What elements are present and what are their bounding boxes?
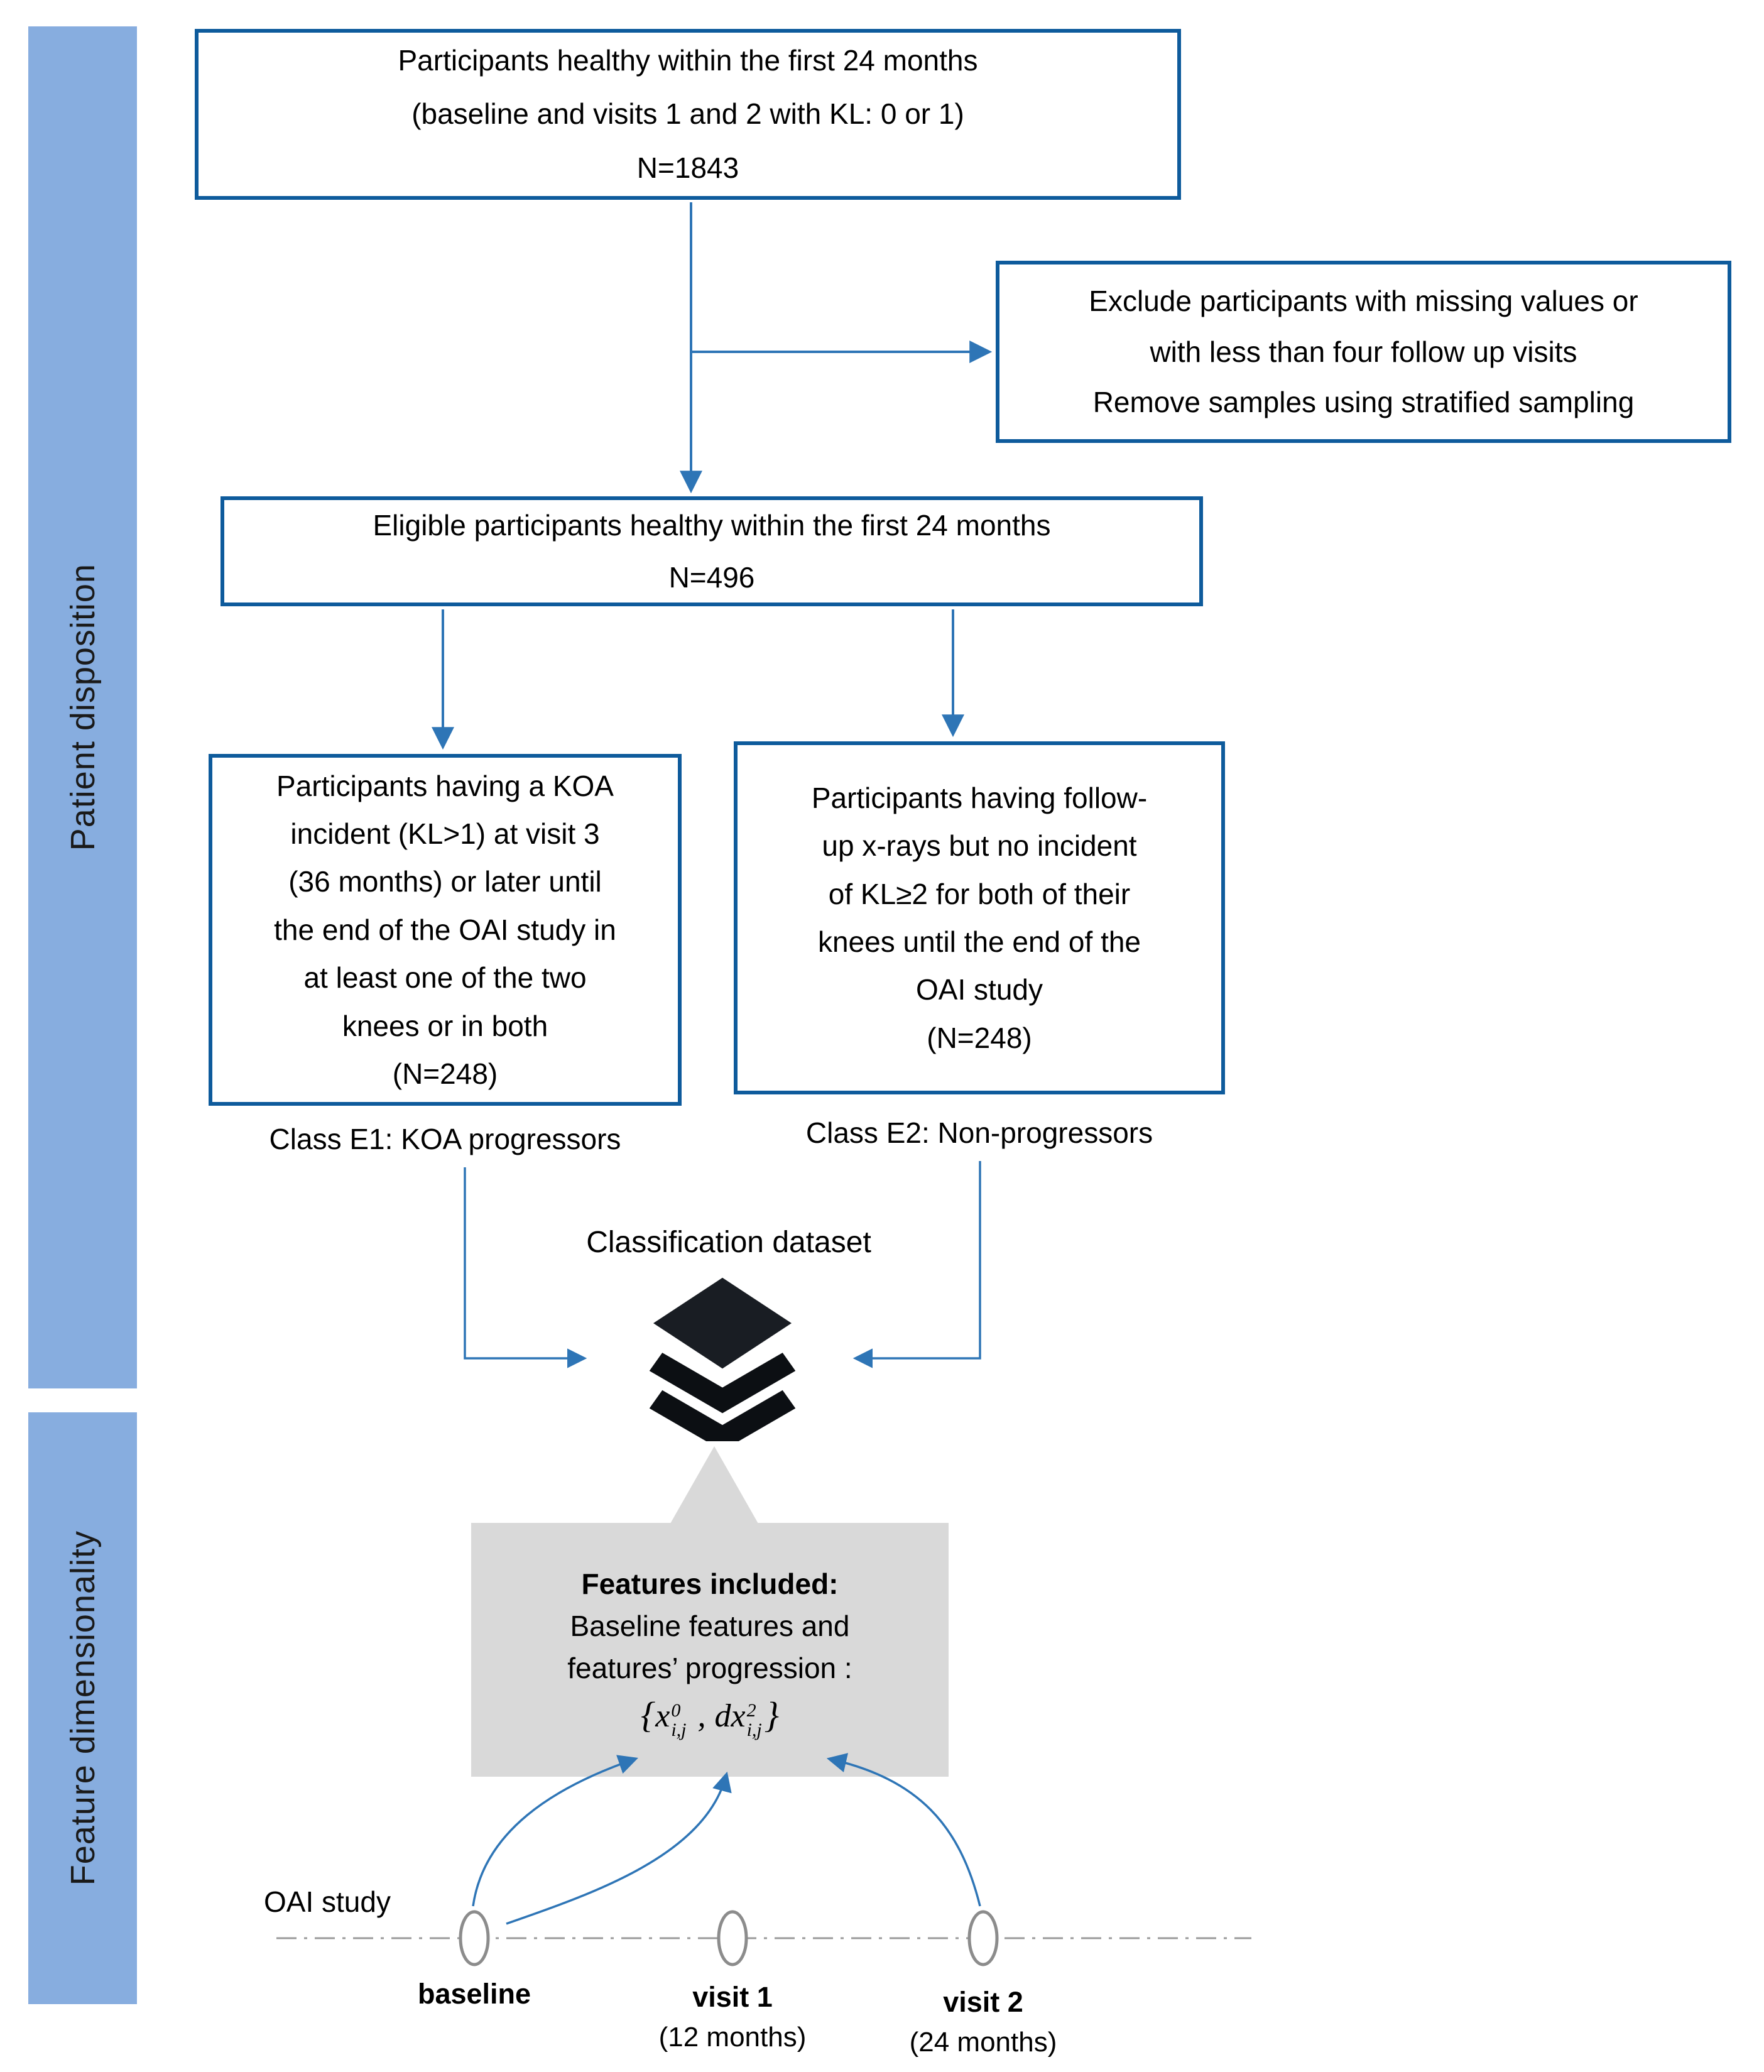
layers-icon-chevron-1	[649, 1353, 796, 1414]
formula-x-sup: 0	[671, 1699, 681, 1721]
feature-dimensionality-sidebar: Feature dimensionality	[28, 1412, 137, 2004]
formula-x-scripts: 0 i,j	[671, 1701, 686, 1740]
features-formula: { x 0 i,j , dx 2 i,j }	[641, 1694, 779, 1740]
features-included-title: Features included:	[581, 1568, 839, 1601]
timeline-point-visit2-label: visit 2	[943, 1986, 1023, 2018]
features-included-callout: Features included: Baseline features and…	[471, 1523, 949, 1777]
patient-disposition-sidebar: Patient disposition	[28, 26, 137, 1388]
features-line-2: features’ progression :	[567, 1651, 852, 1684]
timeline-point-visit1-label: visit 1	[692, 1981, 773, 2013]
timeline-point-baseline-label: baseline	[417, 1978, 531, 2010]
koa-progressors-box: Participants having a KOA incident (KL>1…	[209, 754, 682, 1106]
formula-x-base: x	[655, 1698, 670, 1735]
connector-e2-to-dataset	[852, 1161, 981, 1368]
formula-dx-base: dx	[714, 1698, 746, 1735]
timeline-point-visit2-sublabel: (24 months)	[909, 2027, 1057, 2058]
layers-icon-chevron-2	[649, 1390, 796, 1441]
curve-visit2-to-features	[826, 1753, 981, 1907]
classification-dataset-label: Classification dataset	[586, 1226, 871, 1259]
features-line-1: Baseline features and	[570, 1610, 850, 1643]
layers-dataset-icon	[649, 1277, 796, 1441]
formula-close-brace: }	[764, 1694, 779, 1736]
formula-comma: ,	[697, 1698, 706, 1735]
curve-baseline-to-features-1	[472, 1755, 638, 1907]
class-e2-label: Class E2: Non-progressors	[805, 1116, 1153, 1149]
healthy-participants-box: Participants healthy within the first 24…	[195, 29, 1181, 200]
layers-icon-diamond	[653, 1277, 792, 1369]
feature-dimensionality-label: Feature dimensionality	[63, 1530, 102, 1886]
exclusion-criteria-box: Exclude participants with missing values…	[996, 261, 1731, 443]
class-e1-label: Class E1: KOA progressors	[269, 1123, 621, 1155]
callout-tail-triangle	[668, 1446, 761, 1528]
formula-x-sub: i,j	[671, 1720, 687, 1741]
formula-dx-scripts: 2 i,j	[747, 1701, 762, 1740]
timeline-circle-visit1	[717, 1910, 748, 1966]
formula-dx-sub: i,j	[746, 1720, 762, 1741]
formula-dx-sup: 2	[746, 1699, 756, 1721]
oai-study-label: OAI study	[264, 1885, 391, 1918]
eligible-participants-box: Eligible participants healthy within the…	[220, 496, 1203, 606]
formula-open-brace: {	[641, 1694, 656, 1736]
non-progressors-box: Participants having follow- up x-rays bu…	[734, 741, 1225, 1094]
timeline-circle-visit2	[967, 1910, 999, 1966]
timeline-circle-baseline	[459, 1910, 490, 1966]
patient-disposition-label: Patient disposition	[63, 564, 102, 851]
timeline-point-visit1-sublabel: (12 months)	[658, 2022, 807, 2053]
curve-baseline-to-features-2	[506, 1771, 732, 1925]
connector-e1-to-dataset	[464, 1167, 587, 1368]
